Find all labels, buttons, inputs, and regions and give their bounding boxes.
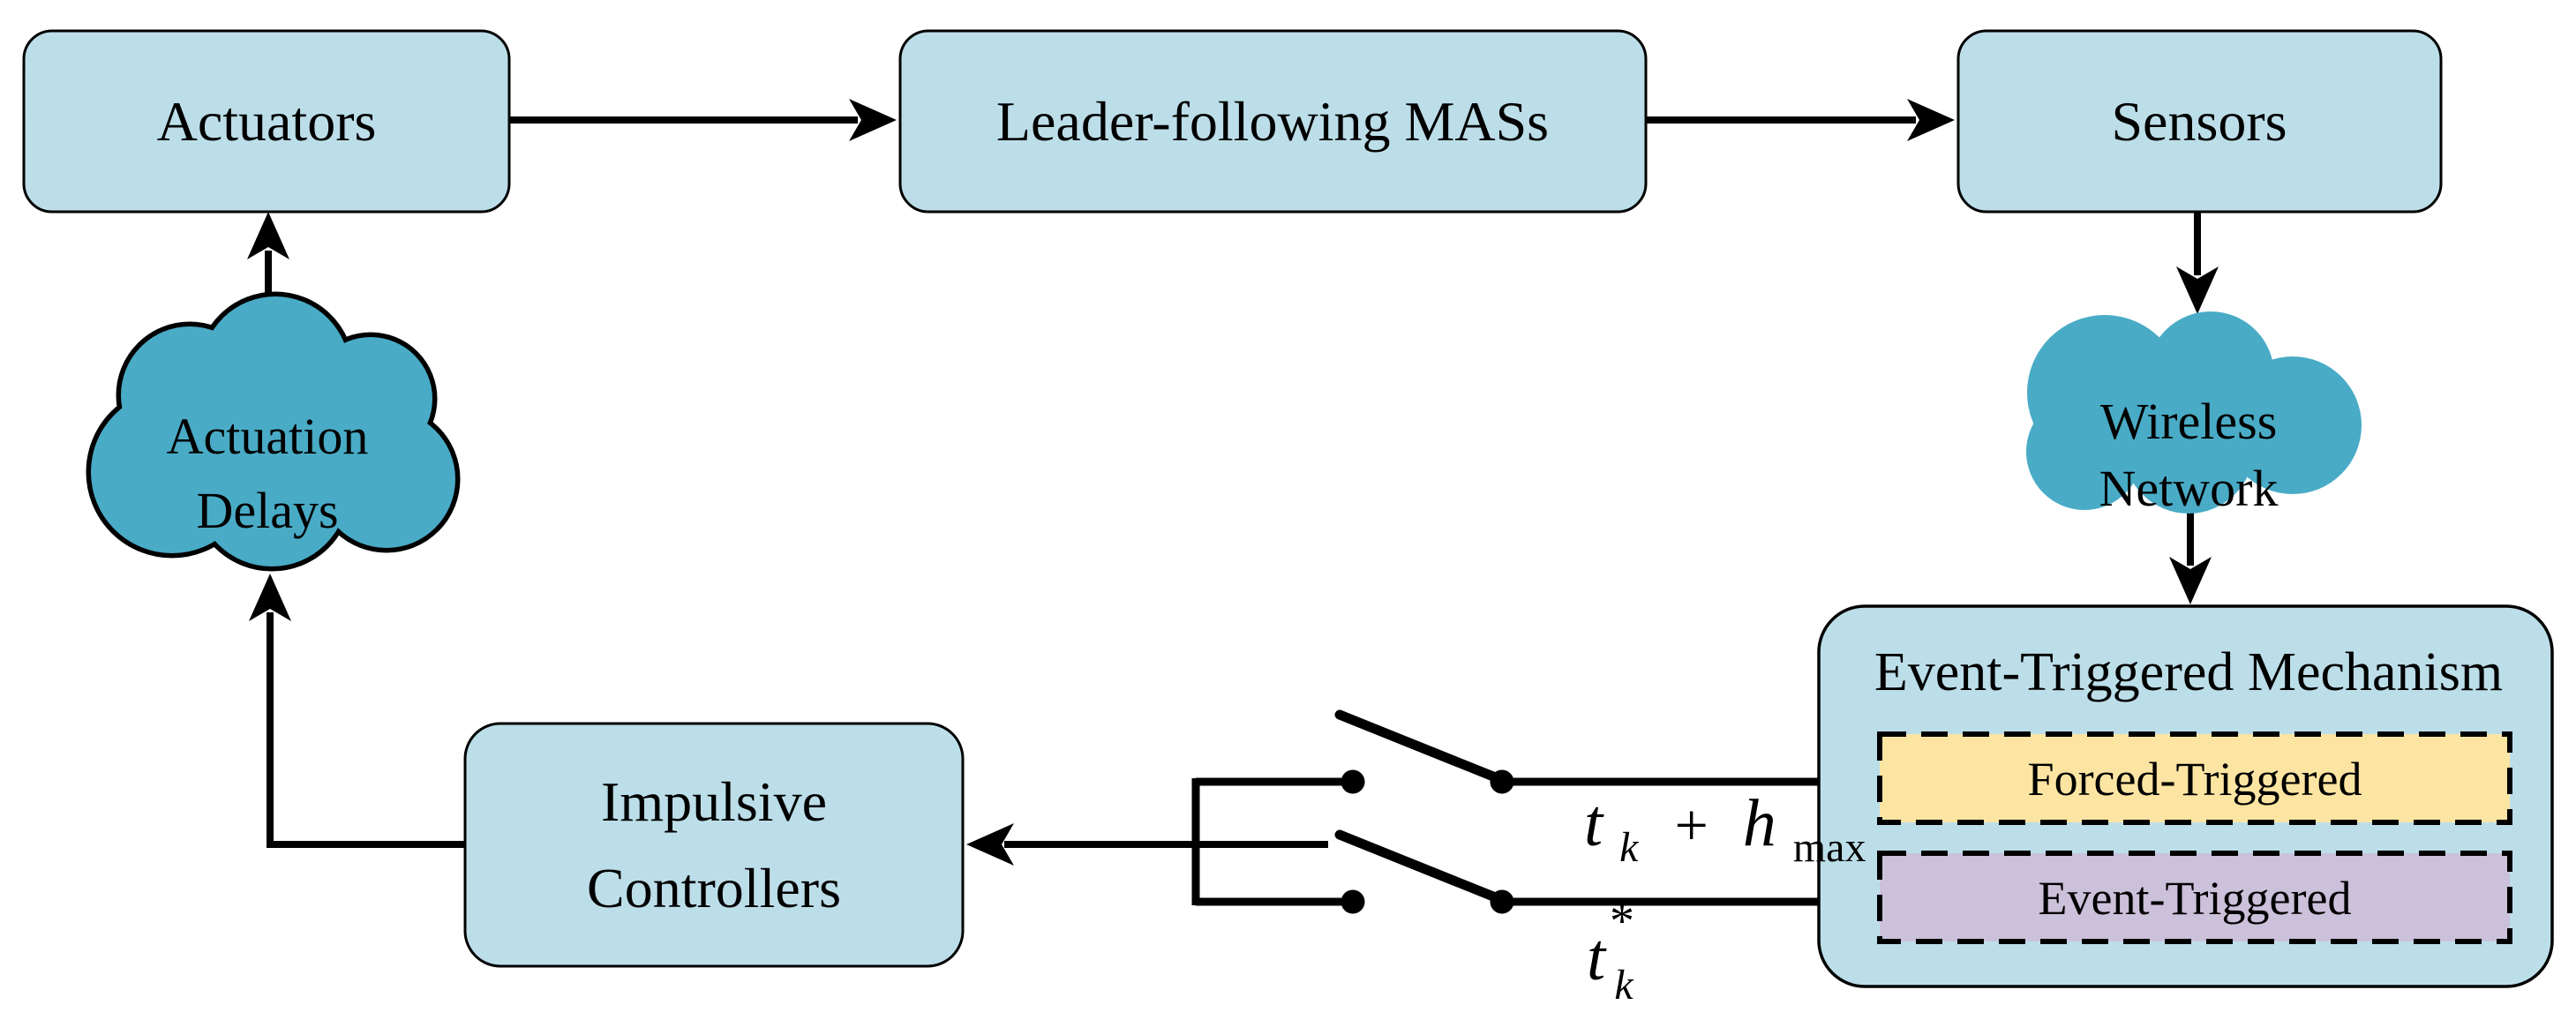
forced-triggered-box: [1877, 731, 2512, 825]
arrow-controllers-to-delays: [267, 612, 465, 848]
impulsive-controllers-label-line2: Controllers: [587, 857, 841, 919]
forced-time-label: t k + h max: [1584, 786, 1866, 876]
forced-time-base: t: [1584, 786, 1604, 860]
switch-time-labels: t k + h max t * k: [1584, 786, 1866, 1009]
node-actuators: Actuators: [22, 29, 511, 214]
sensors-box: [1956, 29, 2443, 214]
arrowhead-controllers-to-delays: [249, 574, 291, 621]
event-time-label: t * k: [1587, 894, 1634, 1009]
etm-title: Event-Triggered Mechanism: [1874, 642, 2503, 702]
node-sensors: Sensors: [1956, 29, 2443, 214]
leader-mas-box: [898, 29, 1648, 214]
switch-bottom-left-contact: [1341, 889, 1365, 914]
switch-top-left-contact: [1341, 769, 1365, 794]
forced-time-subscript: k: [1619, 824, 1640, 871]
forced-time-base2: h: [1743, 786, 1776, 860]
arrowhead-delays-to-actuators: [247, 212, 289, 259]
node-leader-following-mas: Leader-following MASs: [898, 29, 1648, 214]
wireless-network-cloud-body: [2026, 311, 2362, 514]
event-triggered-label: Event-Triggered: [2039, 872, 2352, 925]
forced-triggered-label: Forced-Triggered: [2028, 753, 2362, 806]
actuators-label: Actuators: [157, 90, 377, 153]
arrowhead-actuators-to-mas: [849, 99, 897, 141]
forced-time-operator: +: [1674, 791, 1708, 859]
event-time-subscript: k: [1614, 962, 1634, 1009]
arrowhead-mas-to-sensors: [1907, 99, 1955, 141]
wireless-network-label-line2: Network: [2099, 460, 2279, 517]
actuation-delays-cloud: Actuation Delays: [86, 291, 461, 572]
event-triggered-box: [1877, 851, 2512, 944]
event-time-base: t: [1587, 920, 1607, 994]
event-time-superscript: *: [1610, 894, 1634, 949]
switch-bottom-lever: [1334, 829, 1503, 904]
node-impulsive-controllers: Impulsive Controllers: [463, 722, 965, 968]
node-event-triggered-mechanism: Event-Triggered Mechanism Forced-Trigger…: [1817, 604, 2554, 988]
actuators-box: [22, 29, 511, 214]
arrowhead-sensors-to-wireless: [2176, 266, 2219, 314]
actuation-delays-cloud-body: [91, 296, 455, 566]
actuation-delays-label-line1: Actuation: [167, 408, 369, 465]
trigger-selector-switch: [1191, 709, 1881, 914]
impulsive-controllers-label-line1: Impulsive: [601, 770, 827, 833]
arrowhead-switch-to-controllers: [966, 823, 1014, 866]
arrowhead-wireless-to-etm: [2169, 557, 2212, 604]
wireless-network-label-line1: Wireless: [2100, 393, 2278, 450]
wireless-network-cloud: Wireless Network: [2026, 311, 2362, 517]
sensors-label: Sensors: [2111, 90, 2287, 153]
forced-time-subscript2: max: [1793, 824, 1866, 871]
actuation-delays-label-line2: Delays: [196, 482, 338, 539]
leader-mas-label: Leader-following MASs: [996, 90, 1549, 153]
impulsive-controllers-box: [463, 722, 965, 968]
switch-top-lever: [1334, 709, 1503, 784]
